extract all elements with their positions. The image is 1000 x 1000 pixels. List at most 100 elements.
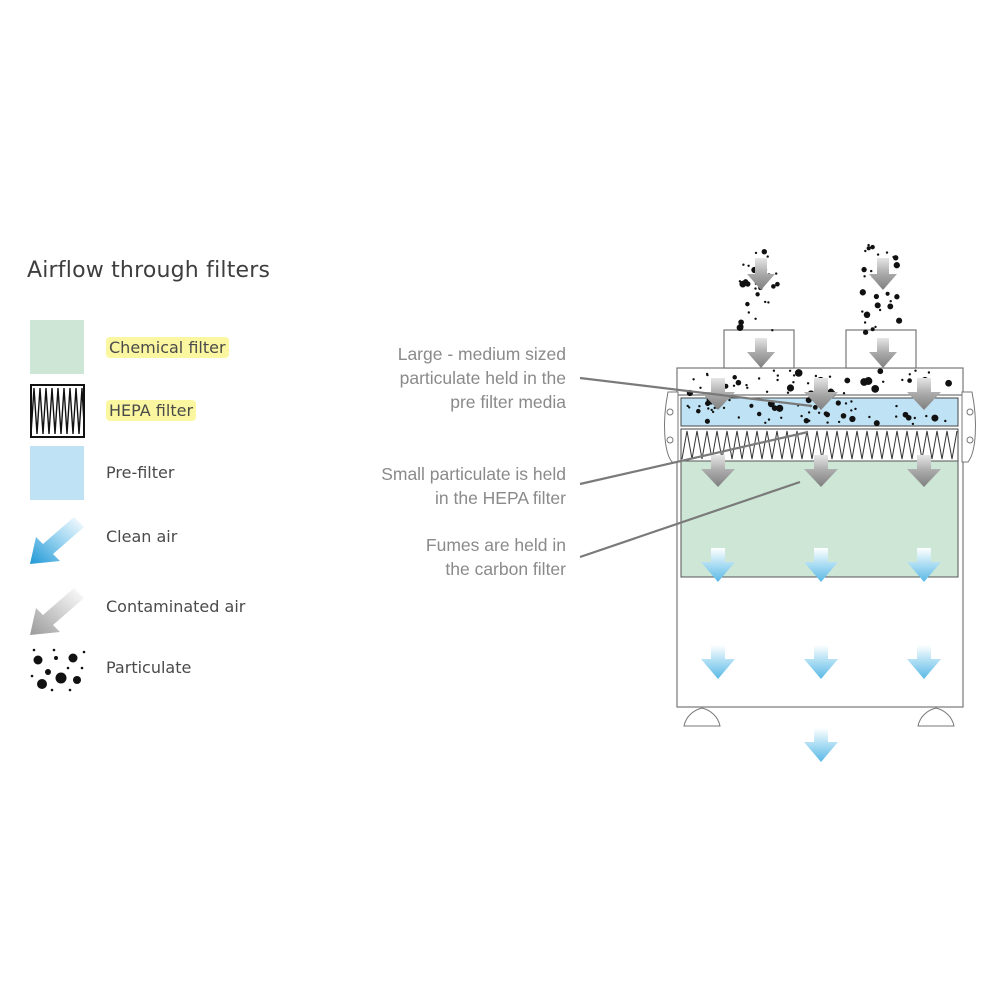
callout-prefilter: Large - medium sized particulate held in… xyxy=(397,344,566,412)
particle xyxy=(927,371,931,374)
particle xyxy=(870,269,873,273)
particle xyxy=(699,386,702,389)
legend-label-pre-filter: Pre-filter xyxy=(106,463,175,482)
particle xyxy=(876,253,880,256)
particle xyxy=(859,289,866,296)
particle xyxy=(705,402,708,405)
hepa-filter-swatch xyxy=(30,384,85,438)
particle xyxy=(873,420,880,427)
particle xyxy=(817,411,821,414)
particle xyxy=(747,311,750,314)
particle xyxy=(814,374,818,378)
particle xyxy=(870,327,875,332)
particle xyxy=(771,329,774,332)
particle xyxy=(776,404,784,412)
particle xyxy=(850,400,853,403)
particle xyxy=(893,262,900,269)
particle xyxy=(887,303,894,310)
particle xyxy=(849,415,856,423)
particle xyxy=(706,373,709,377)
particle xyxy=(745,383,748,387)
particle xyxy=(788,369,792,372)
particle xyxy=(862,329,869,335)
particle xyxy=(767,301,770,304)
particle xyxy=(792,374,796,377)
particle xyxy=(896,317,903,324)
particle xyxy=(754,317,757,320)
particle xyxy=(945,379,952,387)
foot-left xyxy=(683,707,721,727)
particle xyxy=(850,409,853,412)
particle xyxy=(807,411,811,414)
particle xyxy=(754,287,757,290)
particle xyxy=(902,411,909,418)
particle xyxy=(713,406,716,410)
particle xyxy=(901,378,904,382)
particle xyxy=(742,279,749,285)
pre-filter-swatch xyxy=(30,446,84,500)
particle xyxy=(885,291,890,296)
particle xyxy=(828,375,832,378)
particle xyxy=(914,369,917,372)
particle xyxy=(871,385,880,393)
particle xyxy=(766,255,769,258)
particle xyxy=(845,378,849,381)
particle xyxy=(835,400,841,406)
particle xyxy=(732,384,736,387)
particle xyxy=(812,405,818,410)
particle xyxy=(707,407,710,410)
particle xyxy=(863,311,871,319)
particle xyxy=(764,421,767,424)
particle xyxy=(732,375,737,380)
clean-air-arrow-icon xyxy=(30,517,84,564)
particle xyxy=(894,294,900,300)
particle xyxy=(874,302,881,309)
particle xyxy=(895,415,898,418)
particle xyxy=(792,381,795,384)
contaminated-air-arrow-icon xyxy=(30,588,84,635)
particle xyxy=(722,406,726,410)
particle xyxy=(925,414,928,418)
particle xyxy=(738,324,744,329)
particle xyxy=(746,386,749,389)
callout-leader-lines xyxy=(579,376,813,559)
particle xyxy=(908,373,911,376)
particle xyxy=(826,421,829,424)
particle xyxy=(737,416,740,419)
particle xyxy=(738,280,742,283)
foot-right xyxy=(917,707,955,727)
callout-hepa: Small particulate is held in the HEPA fi… xyxy=(381,464,566,508)
particle xyxy=(749,403,754,408)
particle xyxy=(885,251,889,254)
particle xyxy=(892,255,895,259)
legend-label-hepa-filter: HEPA filter xyxy=(106,400,197,421)
particle xyxy=(757,377,761,380)
legend-label-chemical-filter: Chemical filter xyxy=(106,337,229,358)
particle xyxy=(756,411,762,417)
particle xyxy=(931,414,939,422)
particle xyxy=(808,419,811,422)
particle xyxy=(889,300,892,303)
particle xyxy=(735,379,742,386)
particle xyxy=(776,374,779,377)
particle xyxy=(767,418,771,421)
particle xyxy=(755,292,760,297)
particle xyxy=(728,398,731,402)
chemical-filter-swatch xyxy=(30,320,84,374)
particle xyxy=(864,377,873,385)
particle xyxy=(747,264,750,267)
legend-label-clean-air: Clean air xyxy=(106,527,178,546)
particle xyxy=(854,407,857,411)
particle xyxy=(870,244,875,250)
hepa-pleats xyxy=(681,430,958,460)
particle xyxy=(764,300,767,304)
particle xyxy=(873,293,880,300)
particle xyxy=(868,415,871,419)
particle xyxy=(692,378,695,381)
particle xyxy=(772,369,776,372)
particle xyxy=(771,405,778,411)
particle xyxy=(867,243,870,247)
particle xyxy=(698,405,701,408)
particle xyxy=(786,384,795,392)
